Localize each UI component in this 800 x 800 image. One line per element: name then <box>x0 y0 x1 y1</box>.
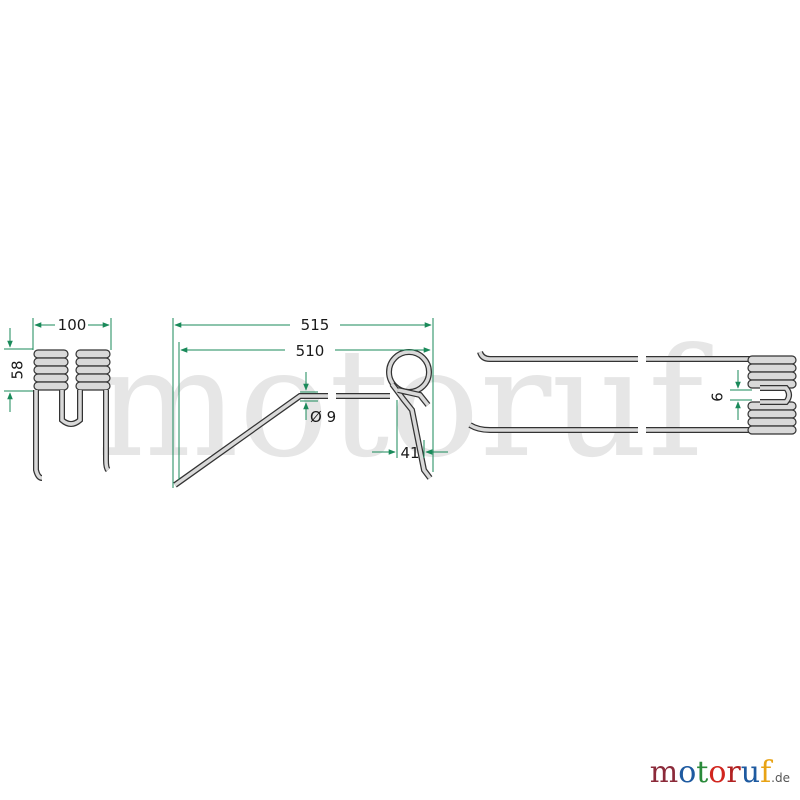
logo-letter: r <box>726 755 741 790</box>
motoruf-logo: motoruf.de <box>650 758 790 788</box>
dimension-diameter <box>300 372 318 420</box>
dim-label-41: 41 <box>400 444 419 462</box>
dim-label-diameter: Ø 9 <box>310 408 336 426</box>
dimension-coil-gap <box>730 370 752 420</box>
logo-letter: o <box>678 755 697 790</box>
logo-suffix: .de <box>771 771 790 785</box>
dim-label-510: 510 <box>296 342 325 360</box>
coil-front-view <box>33 349 111 481</box>
logo-letter: u <box>740 755 761 790</box>
tine-side-view <box>173 349 433 488</box>
dim-label-515: 515 <box>301 316 330 334</box>
dimension-length-510 <box>178 342 431 480</box>
logo-letter: f <box>760 755 772 790</box>
tine-top-view <box>468 350 797 438</box>
logo-letter: o <box>708 755 727 790</box>
dim-label-100: 100 <box>58 316 87 334</box>
logo-letter: m <box>649 755 679 790</box>
dimension-height-58 <box>4 328 33 412</box>
dimension-width-100 <box>32 318 112 350</box>
dim-label-9: 9 <box>708 392 726 402</box>
dimension-length-515 <box>172 318 434 488</box>
dimension-offset-41 <box>372 400 448 458</box>
dim-label-58: 58 <box>9 360 27 379</box>
logo-letter: t <box>696 755 709 790</box>
